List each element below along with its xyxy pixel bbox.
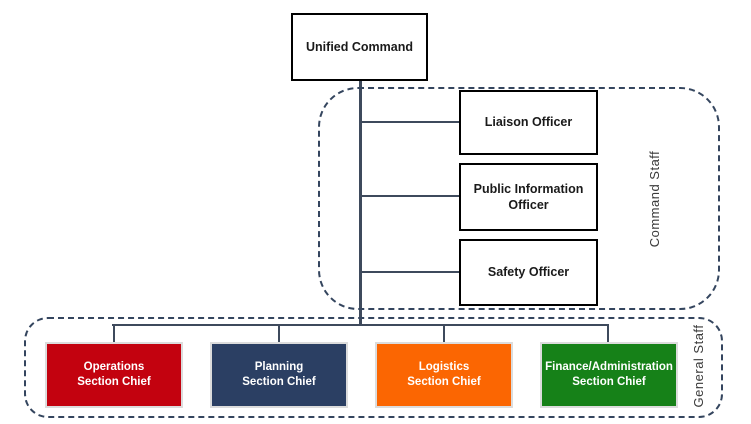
general-staff-group-label: General Staff bbox=[691, 324, 706, 408]
general-staff-group-outline bbox=[24, 317, 723, 418]
connector-stub-finance bbox=[607, 324, 609, 342]
connector-stub-logistics bbox=[443, 324, 445, 342]
connector-liaison bbox=[361, 121, 459, 123]
logistics-section-chief-box: Logistics Section Chief bbox=[375, 342, 513, 408]
operations-section-chief-box: Operations Section Chief bbox=[45, 342, 183, 408]
connector-stub-operations bbox=[113, 324, 115, 342]
connector-safety bbox=[361, 271, 459, 273]
unified-command-box: Unified Command bbox=[291, 13, 428, 81]
liaison-officer-box: Liaison Officer bbox=[459, 90, 598, 155]
connector-public-information bbox=[361, 195, 459, 197]
safety-officer-box: Safety Officer bbox=[459, 239, 598, 306]
planning-section-chief-box: Planning Section Chief bbox=[210, 342, 348, 408]
finance-administration-section-chief-box: Finance/Administration Section Chief bbox=[540, 342, 678, 408]
connector-main-vertical bbox=[359, 81, 362, 326]
command-staff-group-label: Command Staff bbox=[647, 150, 662, 248]
connector-general-staff-horizontal bbox=[112, 324, 609, 326]
connector-stub-planning bbox=[278, 324, 280, 342]
public-information-officer-box: Public Information Officer bbox=[459, 163, 598, 231]
command-staff-group-outline bbox=[318, 87, 720, 310]
